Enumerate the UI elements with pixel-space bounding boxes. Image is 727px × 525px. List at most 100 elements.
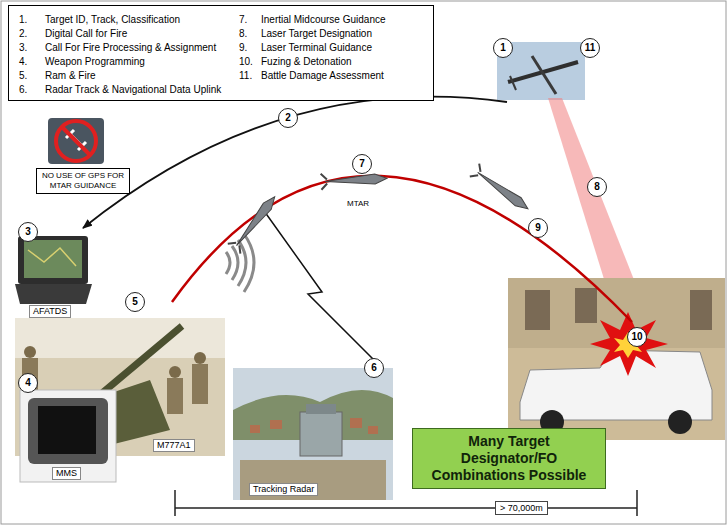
- howitzer-photo: [194, 352, 206, 364]
- howitzer-photo: M777A1: [15, 318, 225, 456]
- projectile: [228, 192, 281, 254]
- range-dimension: [175, 490, 637, 516]
- part-label: MTAR: [345, 199, 371, 209]
- howitzer-photo: [15, 318, 225, 358]
- step-text: Battle Damage Assessment: [261, 70, 384, 82]
- radar-photo: [368, 426, 378, 434]
- callout-number: 8: [587, 177, 607, 197]
- trajectory: [172, 176, 632, 322]
- target-photo: [508, 278, 725, 440]
- radio-waves: [226, 252, 230, 274]
- radar-photo: [250, 425, 260, 433]
- handheld-picture: MMS: [20, 390, 116, 482]
- radar-photo: [240, 460, 386, 500]
- step-text: Digital Call for Fire: [45, 28, 127, 40]
- handheld-picture: [28, 398, 108, 464]
- step-number: 5.: [19, 70, 27, 82]
- range-dimension: [175, 507, 637, 509]
- callout-number: 10: [627, 327, 647, 347]
- handheld-picture: [38, 406, 96, 454]
- laptop-picture: [24, 240, 82, 278]
- picture-label: AFATDS: [29, 305, 71, 318]
- howitzer-photo: [24, 346, 36, 358]
- note-box: NO USE OF GPS FOR MTAR GUIDANCE: [36, 168, 130, 194]
- radar-photo: [233, 368, 393, 500]
- step-number: 6.: [19, 84, 27, 96]
- note-box: Many Target Designator/FO Combinations P…: [412, 428, 606, 489]
- picture-label: M777A1: [153, 439, 195, 452]
- projectile: [321, 170, 388, 189]
- laser-beam: [548, 98, 642, 305]
- step-text: Weapon Programming: [45, 56, 145, 68]
- projectile: [470, 164, 533, 216]
- radar-photo: [350, 418, 362, 428]
- drone-picture: [510, 76, 516, 90]
- target-photo: [668, 410, 692, 434]
- step-number: 8.: [239, 28, 247, 40]
- step-text: Call For Fire Processing & Assignment: [45, 42, 216, 54]
- projectile: [228, 239, 244, 254]
- callout-number: 11: [580, 38, 600, 58]
- step-number: 10.: [239, 56, 253, 68]
- target-photo: [690, 290, 712, 330]
- range-dimension: [174, 490, 176, 516]
- step-list-box: 1. Target ID, Track, Classification 2. Digi…: [8, 5, 434, 101]
- radio-waves: [244, 234, 254, 292]
- laptop-picture: [15, 284, 92, 304]
- step-number: 1.: [19, 14, 27, 26]
- step-number: 9.: [239, 42, 247, 54]
- step-text: Laser Terminal Guidance: [261, 42, 372, 54]
- callout-number: 1: [493, 38, 513, 58]
- target-photo: [590, 312, 668, 376]
- step-text: Fuzing & Detonation: [261, 56, 352, 68]
- callout-number: 9: [528, 218, 548, 238]
- no-gps-icon: [48, 118, 104, 164]
- step-number: 11.: [239, 70, 252, 82]
- target-photo: [508, 278, 725, 440]
- callout-number: 5: [125, 292, 145, 312]
- radar-photo: [270, 420, 282, 429]
- radar-photo: Tracking Radar: [233, 368, 393, 500]
- howitzer-photo: [192, 364, 208, 404]
- radar-photo: [306, 404, 336, 414]
- arrow-connector: [83, 97, 507, 228]
- no-gps-icon: [62, 127, 90, 155]
- target-photo: [520, 350, 712, 420]
- howitzer-photo: [15, 318, 225, 456]
- callout-number: 2: [278, 108, 298, 128]
- howitzer-photo: [167, 378, 183, 414]
- range-dimension: [636, 490, 638, 516]
- no-gps-icon: [56, 121, 96, 161]
- step-text: Target ID, Track, Classification: [45, 14, 180, 26]
- step-text: Inertial Midcourse Guidance: [261, 14, 386, 26]
- projectile: [470, 164, 484, 180]
- projectile: [475, 168, 531, 213]
- step-text: Radar Track & Navigational Data Uplink: [45, 84, 221, 96]
- step-number: 4.: [19, 56, 27, 68]
- radio-waves: [232, 246, 238, 280]
- laptop-picture: [18, 236, 88, 284]
- callout-number: 6: [364, 358, 384, 378]
- projectile: [233, 194, 279, 249]
- handheld-picture: [20, 390, 116, 482]
- step-number: 3.: [19, 42, 27, 54]
- callout-number: 7: [352, 154, 372, 174]
- note-text: NO USE OF GPS FOR MTAR GUIDANCE: [41, 171, 125, 191]
- howitzer-photo: [169, 366, 181, 378]
- callout-number: 4: [18, 373, 38, 393]
- step-number: 2.: [19, 28, 27, 40]
- laptop-picture: [15, 236, 92, 304]
- uplink-bolt: [262, 208, 380, 366]
- target-photo: [525, 290, 550, 330]
- radar-photo: [300, 412, 342, 456]
- laptop-picture: [28, 248, 76, 266]
- drone-picture: 111: [497, 40, 587, 102]
- target-photo: [575, 288, 597, 323]
- step-text: Laser Target Designation: [261, 28, 372, 40]
- drone-picture: [532, 56, 556, 94]
- no-gps-icon: [48, 118, 104, 164]
- note-text: Many Target Designator/FO Combinations P…: [421, 433, 597, 484]
- projectile: [321, 173, 328, 189]
